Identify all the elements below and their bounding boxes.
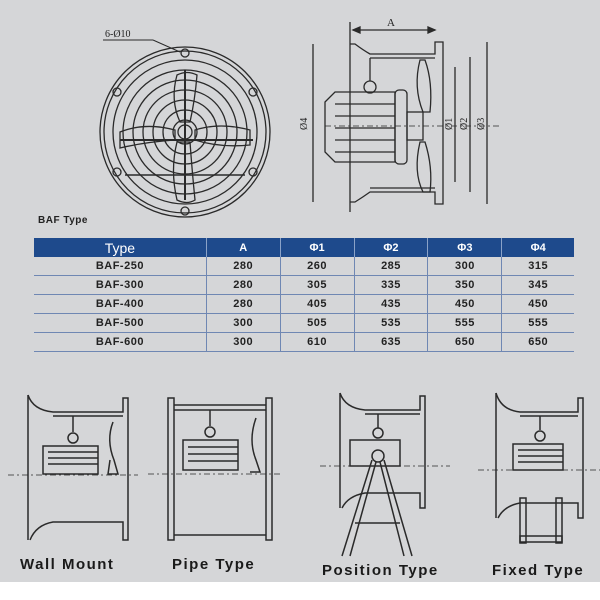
spec-sheet-panel: 6-Ø10: [0, 0, 600, 582]
pipe-type-drawing: [148, 397, 283, 541]
table-row: BAF-600 300 610 635 650 650: [34, 332, 574, 352]
spec-table: Type A Φ1 Φ2 Φ3 Φ4 BAF-250 280 260 285 3…: [34, 238, 574, 352]
label-wall-mount: Wall Mount: [20, 556, 115, 573]
cell: 315: [501, 257, 574, 276]
fixed-type-drawing: [478, 392, 600, 544]
cell: 345: [501, 275, 574, 295]
dimension-d3: Ø3: [476, 118, 487, 130]
col-d4: Φ4: [501, 238, 574, 257]
cell: 260: [280, 257, 355, 276]
fan-front-view-drawing: 6-Ø10: [99, 29, 271, 218]
cell: 450: [501, 294, 574, 314]
col-a: A: [206, 238, 281, 257]
fan-side-view-drawing: Ø4 Ø1 Ø2 Ø3 A: [299, 17, 500, 212]
table-row: BAF-300 280 305 335 350 345: [34, 275, 574, 295]
cell: 505: [280, 313, 355, 333]
cell: 300: [206, 332, 281, 352]
cell: 350: [427, 275, 503, 295]
cell: 650: [501, 332, 574, 352]
cell: BAF-400: [34, 294, 207, 314]
cell: 535: [354, 313, 429, 333]
dimension-d1: Ø1: [444, 118, 455, 130]
cell: 280: [206, 275, 281, 295]
cell: 280: [206, 294, 281, 314]
position-type-drawing: [320, 392, 450, 557]
cell: BAF-250: [34, 257, 207, 276]
dimension-d4: Ø4: [299, 118, 310, 130]
table-header-row: Type A Φ1 Φ2 Φ3 Φ4: [34, 238, 574, 257]
col-d3: Φ3: [427, 238, 503, 257]
cell: BAF-300: [34, 275, 207, 295]
cell: 650: [427, 332, 503, 352]
label-position-type: Position Type: [322, 562, 439, 579]
cell: 610: [280, 332, 355, 352]
col-d2: Φ2: [354, 238, 429, 257]
cell: 555: [501, 313, 574, 333]
col-type: Type: [34, 238, 207, 257]
cell: 635: [354, 332, 429, 352]
cell: 335: [354, 275, 429, 295]
dimension-a: A: [387, 17, 395, 29]
cell: 285: [354, 257, 429, 276]
table-row: BAF-400 280 405 435 450 450: [34, 294, 574, 314]
table-row: BAF-500 300 505 535 555 555: [34, 313, 574, 333]
cell: 300: [427, 257, 503, 276]
hole-note: 6-Ø10: [105, 29, 131, 40]
cell: 300: [206, 313, 281, 333]
cell: BAF-600: [34, 332, 207, 352]
cell: 450: [427, 294, 503, 314]
cell: 435: [354, 294, 429, 314]
table-row: BAF-250 280 260 285 300 315: [34, 257, 574, 276]
dimension-d2: Ø2: [459, 118, 470, 130]
col-d1: Φ1: [280, 238, 355, 257]
label-pipe-type: Pipe Type: [172, 556, 256, 573]
cell: 555: [427, 313, 503, 333]
section-title: BAF Type: [38, 215, 88, 226]
wall-mount-drawing: [8, 394, 138, 541]
cell: 280: [206, 257, 281, 276]
label-fixed-type: Fixed Type: [492, 562, 585, 579]
cell: 405: [280, 294, 355, 314]
cell: BAF-500: [34, 313, 207, 333]
cell: 305: [280, 275, 355, 295]
